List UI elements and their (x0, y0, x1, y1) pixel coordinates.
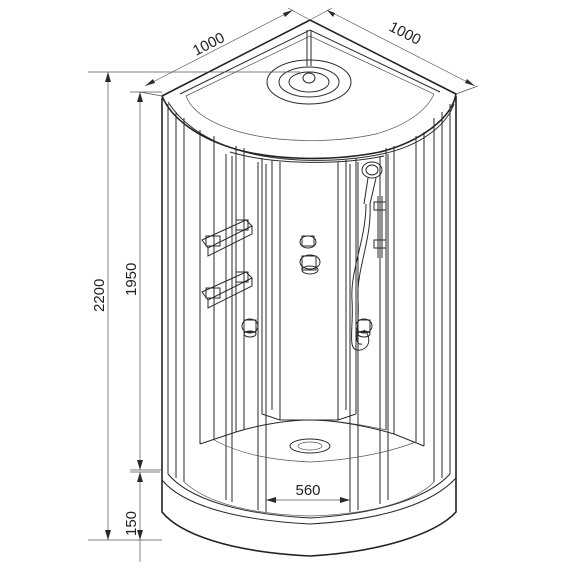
mixer-tap (299, 235, 321, 275)
dimension-label-width-left: 1000 (190, 29, 227, 59)
dimension-width-right: 1000 (309, 7, 479, 95)
shower-tray (161, 419, 457, 557)
rain-shower-head (266, 30, 352, 105)
dimension-tray-height: 150 (123, 471, 160, 562)
hand-shower (351, 161, 387, 351)
cabin-frame (161, 96, 457, 512)
dimension-label-door-opening: 560 (295, 482, 320, 499)
dimension-width-left: 1000 (139, 7, 311, 97)
dimension-label-total-height: 2200 (91, 279, 108, 312)
dimension-label-cabin-height: 1950 (123, 263, 140, 296)
dimension-total-height: 2200 (88, 71, 300, 541)
dimension-door-opening: 560 (266, 481, 350, 503)
right-nozzle-knob (355, 318, 373, 338)
dimension-cabin-height: 1950 (123, 91, 162, 471)
shelf-upper (201, 219, 253, 257)
dimension-label-width-right: 1000 (386, 18, 423, 48)
shelf-lower (201, 271, 253, 309)
dimension-label-tray-height: 150 (123, 511, 140, 536)
left-nozzle-knob (241, 318, 259, 338)
